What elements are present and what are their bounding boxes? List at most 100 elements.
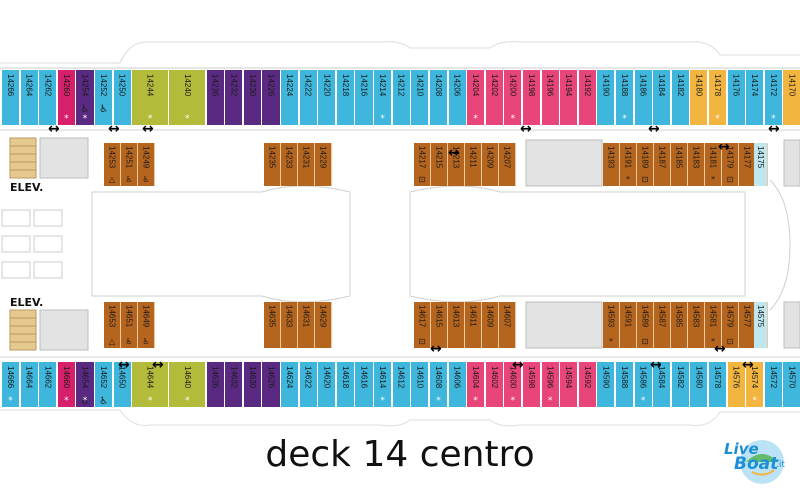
- inside-cabin[interactable]: 14175: [754, 143, 768, 186]
- cabin[interactable]: 14192: [578, 70, 597, 125]
- cabin[interactable]: 14586*: [634, 362, 653, 407]
- cabin[interactable]: 14176: [727, 70, 746, 125]
- cabin[interactable]: 14630: [243, 362, 262, 407]
- cabin[interactable]: 14608*: [429, 362, 448, 407]
- cabin[interactable]: 14174: [746, 70, 765, 125]
- cabin[interactable]: 14598: [522, 362, 542, 407]
- inside-cabin[interactable]: 14607: [499, 302, 516, 348]
- inside-cabin[interactable]: 14207: [499, 143, 516, 186]
- cabin[interactable]: 14244*: [132, 70, 169, 125]
- cabin[interactable]: 14252♿: [95, 70, 114, 125]
- inside-cabin[interactable]: 14235: [264, 143, 281, 186]
- cabin[interactable]: 14190: [597, 70, 616, 125]
- inside-cabin[interactable]: 14215: [431, 143, 448, 186]
- cabin[interactable]: 14594: [560, 362, 579, 407]
- cabin[interactable]: 14572: [764, 362, 783, 407]
- cabin[interactable]: 14236: [206, 70, 225, 125]
- cabin[interactable]: 14592: [578, 362, 597, 407]
- cabin[interactable]: 14616: [355, 362, 374, 407]
- cabin[interactable]: 14618: [336, 362, 355, 407]
- inside-cabin[interactable]: 14609: [482, 302, 499, 348]
- cabin[interactable]: 14650: [113, 362, 132, 407]
- inside-cabin[interactable]: 14179⊡: [722, 143, 739, 186]
- inside-cabin[interactable]: 14209: [482, 143, 499, 186]
- cabin[interactable]: 14570: [783, 362, 800, 407]
- cabin[interactable]: 14584: [653, 362, 672, 407]
- inside-cabin[interactable]: 14613: [448, 302, 465, 348]
- cabin[interactable]: 14188*: [615, 70, 635, 125]
- cabin[interactable]: 14212: [392, 70, 411, 125]
- inside-cabin[interactable]: 14253△: [104, 143, 121, 186]
- cabin[interactable]: 14200*: [504, 70, 523, 125]
- inside-cabin[interactable]: 14583: [688, 302, 705, 348]
- cabin[interactable]: 14230: [243, 70, 262, 125]
- cabin[interactable]: 14578: [708, 362, 728, 407]
- inside-cabin[interactable]: 14617⊡: [414, 302, 431, 348]
- cabin[interactable]: 14260*: [57, 70, 76, 125]
- cabin[interactable]: 14576: [727, 362, 746, 407]
- inside-cabin[interactable]: 14585: [671, 302, 688, 348]
- cabin[interactable]: 14222: [299, 70, 318, 125]
- cabin[interactable]: 14202: [485, 70, 504, 125]
- cabin[interactable]: 14652♿: [95, 362, 114, 407]
- cabin[interactable]: 14204*: [467, 70, 486, 125]
- inside-cabin[interactable]: 14633: [281, 302, 298, 348]
- cabin[interactable]: 14600*: [504, 362, 523, 407]
- cabin[interactable]: 14620: [318, 362, 337, 407]
- cabin[interactable]: 14232: [225, 70, 244, 125]
- inside-cabin[interactable]: 14189⊡: [637, 143, 654, 186]
- inside-cabin[interactable]: 14251♿: [121, 143, 138, 186]
- inside-cabin[interactable]: 14249♿: [138, 143, 155, 186]
- cabin[interactable]: 14662: [39, 362, 58, 407]
- cabin[interactable]: 14214*: [374, 70, 393, 125]
- cabin[interactable]: 14198: [522, 70, 542, 125]
- cabin[interactable]: 14640*: [169, 362, 207, 407]
- cabin[interactable]: 14196: [541, 70, 560, 125]
- cabin[interactable]: 14596*: [541, 362, 560, 407]
- inside-cabin[interactable]: 14589⊡: [637, 302, 654, 348]
- cabin[interactable]: 14664: [20, 362, 39, 407]
- inside-cabin[interactable]: 14631: [298, 302, 315, 348]
- inside-cabin[interactable]: 14217⊡: [414, 143, 431, 186]
- inside-cabin[interactable]: 14229: [315, 143, 332, 186]
- cabin[interactable]: 14654♿*: [76, 362, 95, 407]
- cabin[interactable]: 14170: [783, 70, 800, 125]
- cabin[interactable]: 14254♿*: [76, 70, 95, 125]
- inside-cabin[interactable]: 14651♿: [121, 302, 138, 348]
- cabin[interactable]: 14574*: [746, 362, 765, 407]
- inside-cabin[interactable]: 14187: [654, 143, 671, 186]
- cabin[interactable]: 14226: [262, 70, 281, 125]
- inside-cabin[interactable]: 14579⊡: [722, 302, 739, 348]
- cabin[interactable]: 14216: [355, 70, 374, 125]
- inside-cabin[interactable]: 14649♿: [138, 302, 155, 348]
- cabin[interactable]: 14606: [448, 362, 467, 407]
- cabin[interactable]: 14590: [597, 362, 616, 407]
- inside-cabin[interactable]: 14615: [431, 302, 448, 348]
- inside-cabin[interactable]: 14593*: [603, 302, 620, 348]
- inside-cabin[interactable]: 14629: [315, 302, 332, 348]
- cabin[interactable]: 14614*: [374, 362, 393, 407]
- inside-cabin[interactable]: 14635: [264, 302, 281, 348]
- cabin[interactable]: 14666*: [2, 362, 21, 407]
- cabin[interactable]: 14194: [560, 70, 579, 125]
- inside-cabin[interactable]: 14591: [620, 302, 637, 348]
- cabin[interactable]: 14178*: [708, 70, 728, 125]
- inside-cabin[interactable]: 14231: [298, 143, 315, 186]
- inside-cabin[interactable]: 14213: [448, 143, 465, 186]
- inside-cabin[interactable]: 14183: [688, 143, 705, 186]
- inside-cabin[interactable]: 14587: [654, 302, 671, 348]
- cabin[interactable]: 14180: [690, 70, 709, 125]
- cabin[interactable]: 14632: [225, 362, 244, 407]
- cabin[interactable]: 14604*: [467, 362, 486, 407]
- inside-cabin[interactable]: 14181*: [705, 143, 722, 186]
- cabin[interactable]: 14580: [690, 362, 709, 407]
- inside-cabin[interactable]: 14191*: [620, 143, 637, 186]
- inside-cabin[interactable]: 14653△: [104, 302, 121, 348]
- cabin[interactable]: 14612: [392, 362, 411, 407]
- cabin[interactable]: 14610: [411, 362, 430, 407]
- cabin[interactable]: 14240*: [169, 70, 207, 125]
- inside-cabin[interactable]: 14185: [671, 143, 688, 186]
- cabin[interactable]: 14266: [2, 70, 21, 125]
- cabin[interactable]: 14210: [411, 70, 430, 125]
- cabin[interactable]: 14184: [653, 70, 672, 125]
